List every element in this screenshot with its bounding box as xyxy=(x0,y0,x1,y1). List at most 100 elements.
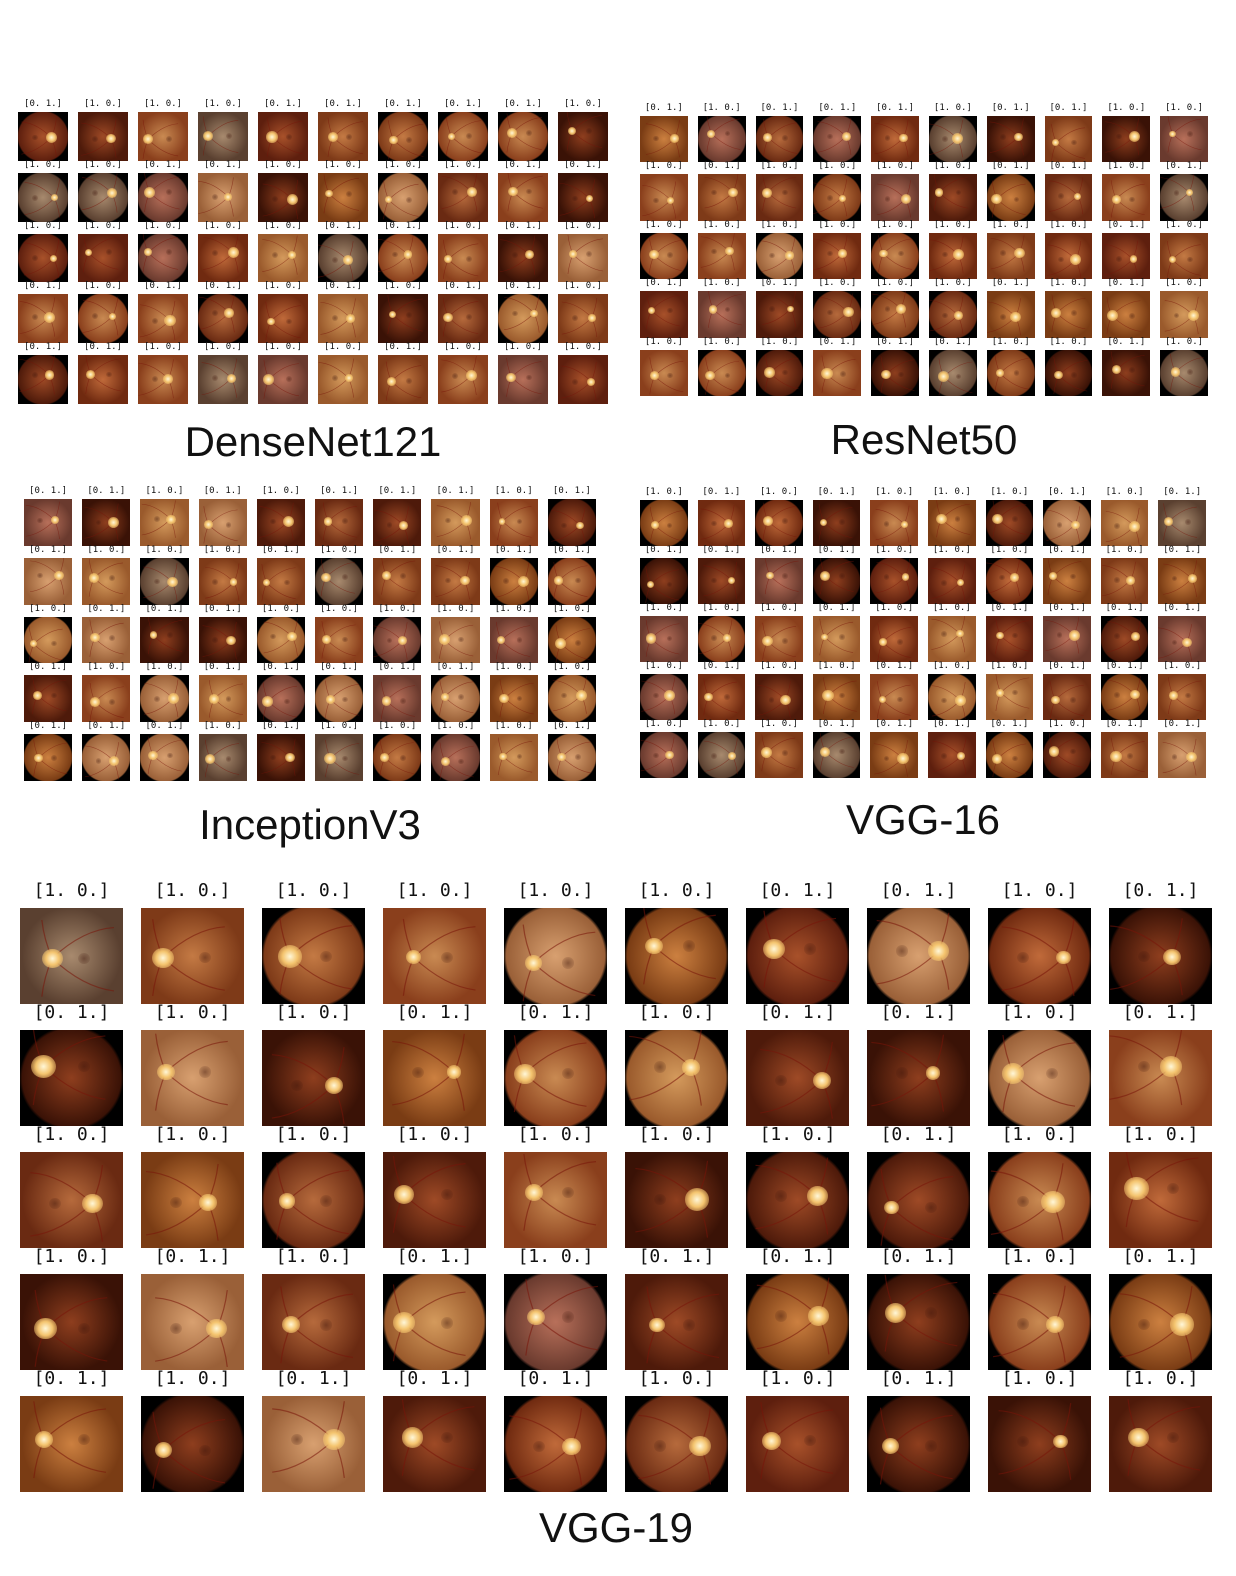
tile-label: [0. 1.] xyxy=(644,103,683,113)
fundus-image xyxy=(1158,674,1206,720)
fundus-image xyxy=(256,616,305,664)
image-tile: [1. 0.] xyxy=(1102,104,1151,163)
vessel xyxy=(992,1323,1056,1358)
tile-label: [0. 1.] xyxy=(384,220,422,231)
fovea xyxy=(77,1322,91,1335)
image-tile: [1. 0.] xyxy=(871,220,919,280)
tile-label: [0. 1.] xyxy=(87,486,126,496)
tile-label: [1. 0.] xyxy=(84,281,122,292)
tile-label: [0. 1.] xyxy=(396,1002,473,1023)
fundus-image xyxy=(813,349,862,396)
image-tile: [0. 1.] xyxy=(378,100,428,161)
image-tile: [1. 0.] xyxy=(813,279,862,338)
tile-label: [0. 1.] xyxy=(880,1124,957,1145)
optic-disc xyxy=(287,631,298,642)
vessel xyxy=(43,1439,107,1473)
image-tile: [1. 0.] xyxy=(20,1248,123,1370)
blood-vessels xyxy=(990,234,1025,272)
tile-label: [0. 1.] xyxy=(875,719,914,729)
fovea xyxy=(77,1060,91,1073)
blood-vessels xyxy=(318,358,354,398)
image-tile: [1. 0.] xyxy=(755,662,803,720)
image-tile: [1. 0.] xyxy=(625,1004,728,1126)
fundus-image xyxy=(141,1152,244,1248)
fovea xyxy=(1114,692,1120,698)
vessel xyxy=(999,357,1029,374)
fundus-image xyxy=(988,908,1091,1004)
blood-vessels xyxy=(992,500,1026,538)
blood-vessels xyxy=(1101,561,1136,599)
fundus-image xyxy=(504,1152,607,1248)
optic-disc xyxy=(41,948,63,968)
fovea xyxy=(839,519,846,525)
tile-label: [0. 1.] xyxy=(552,721,591,732)
fovea xyxy=(1000,133,1006,140)
fovea xyxy=(1115,256,1122,262)
tile-label: [0. 1.] xyxy=(378,544,417,555)
tile-label: [0. 1.] xyxy=(504,281,542,292)
optic-disc xyxy=(148,750,159,761)
image-tile: [1. 0.] xyxy=(625,1126,728,1248)
tile-label: [0. 1.] xyxy=(1122,1246,1199,1267)
fundus-image xyxy=(927,500,976,546)
vessel xyxy=(147,236,179,253)
tile-label: [0. 1.] xyxy=(1107,336,1146,347)
image-tile: [1. 0.] xyxy=(141,1370,244,1492)
tile-label: [0. 1.] xyxy=(638,1246,715,1267)
fovea xyxy=(895,1067,909,1079)
optic-disc xyxy=(934,188,944,197)
blood-vessels xyxy=(401,1398,475,1476)
image-tile: [1. 0.] xyxy=(1160,279,1208,338)
fundus-image xyxy=(1043,674,1091,720)
vessel xyxy=(318,378,349,396)
optic-disc xyxy=(1186,752,1197,763)
image-tile: [0. 1.] xyxy=(1100,720,1149,778)
vessel xyxy=(883,238,913,254)
vessel xyxy=(266,582,296,599)
image-tile: [0. 1.] xyxy=(640,279,688,338)
optic-disc xyxy=(525,250,535,260)
fundus-image xyxy=(1109,1274,1212,1370)
optic-disc xyxy=(154,1442,172,1459)
tile-label: [0. 1.] xyxy=(876,336,915,347)
vessel xyxy=(207,135,239,153)
tile-label: [1. 0.] xyxy=(275,1002,352,1023)
vessel xyxy=(94,701,125,719)
blood-vessels xyxy=(198,177,234,217)
fundus-image xyxy=(438,294,488,344)
fundus-image xyxy=(755,349,804,396)
fundus-image xyxy=(986,232,1035,280)
vessel xyxy=(1116,199,1146,216)
image-tile: [1. 0.] xyxy=(928,104,977,163)
image-tile: [0. 1.] xyxy=(986,104,1035,163)
fundus-image xyxy=(697,500,746,546)
image-tile: [0. 1.] xyxy=(812,546,861,604)
image-tile: [1. 0.] xyxy=(988,1126,1091,1248)
tile-label: [1. 0.] xyxy=(1165,103,1204,113)
optic-disc xyxy=(807,1305,830,1327)
fovea xyxy=(884,135,891,141)
vessel xyxy=(654,510,684,526)
vessel xyxy=(561,756,591,774)
image-tile: [1. 0.] xyxy=(697,220,746,280)
blood-vessels xyxy=(877,180,912,218)
optic-disc xyxy=(819,746,830,757)
image-tile: [0. 1.] xyxy=(547,545,596,605)
fovea xyxy=(653,197,660,204)
fundus-image xyxy=(198,499,247,546)
vessel xyxy=(37,695,67,712)
blood-vessels xyxy=(938,357,973,396)
vessel xyxy=(1104,243,1134,260)
fovea xyxy=(768,306,775,312)
fundus-image xyxy=(1044,291,1093,338)
tile-label: [0. 1.] xyxy=(504,159,542,170)
fundus-image xyxy=(640,291,688,338)
tile-label: [1. 0.] xyxy=(1001,1246,1078,1267)
tile-label: [0. 1.] xyxy=(991,278,1030,289)
vessel xyxy=(447,317,479,335)
vessel xyxy=(1055,127,1085,143)
blood-vessels xyxy=(1167,240,1201,278)
tile-label: [1. 0.] xyxy=(1122,1368,1199,1389)
tile-label: [1. 0.] xyxy=(702,103,741,113)
tile-label: [1. 0.] xyxy=(638,1368,715,1389)
